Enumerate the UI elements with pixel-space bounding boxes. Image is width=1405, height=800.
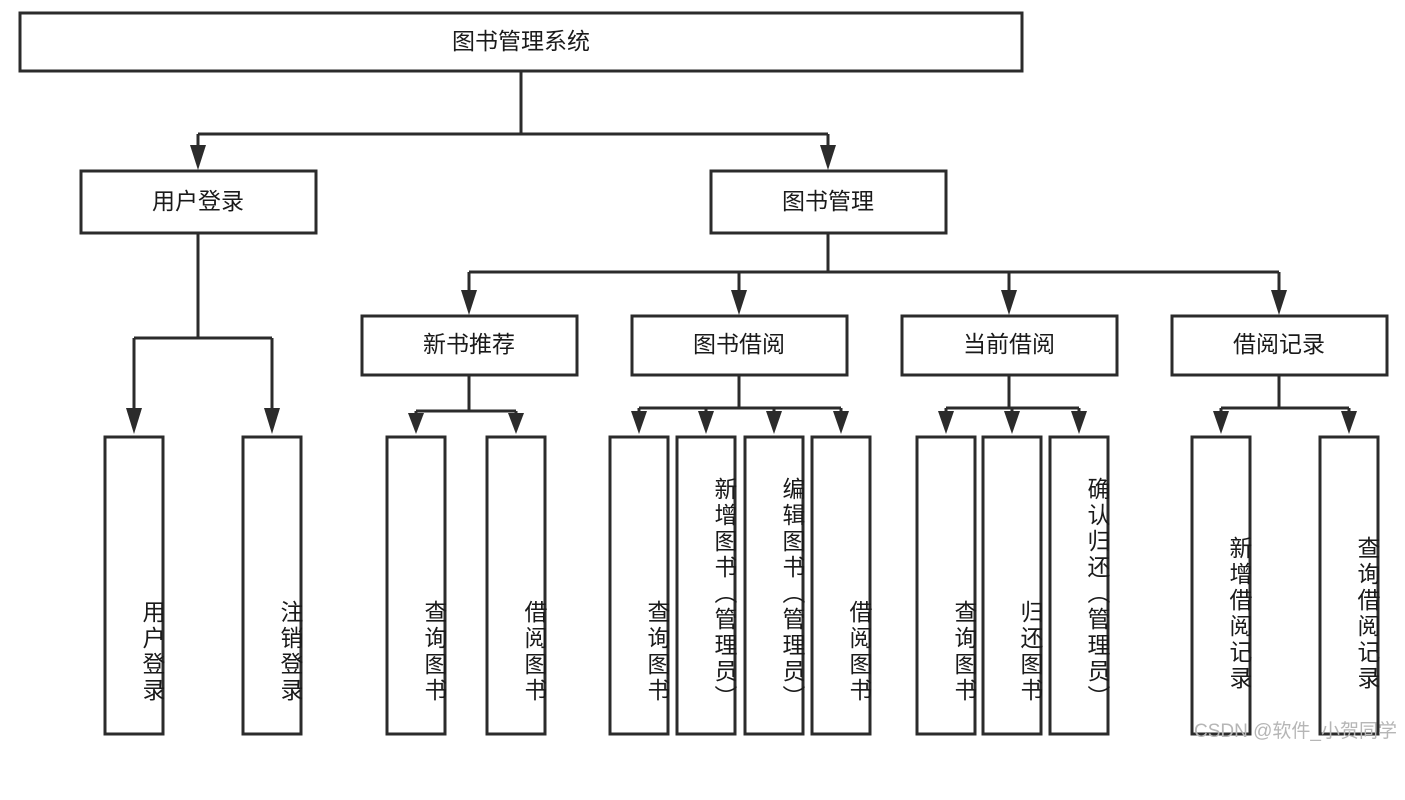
arrow-to-leaf-borrow-book-2 <box>833 411 849 434</box>
edges-root-to-level2 <box>190 71 836 170</box>
arrow-to-leaf-confirm-return <box>1071 411 1087 434</box>
arrow-to-book-manage <box>820 145 836 170</box>
leaf-box-return-book[interactable] <box>981 435 1043 736</box>
csdn-watermark: CSDN @软件_小贺同学 <box>1194 721 1397 742</box>
arrow-to-leaf-query-book-3 <box>938 411 954 434</box>
node-new-book-rec[interactable]: 新书推荐 <box>360 314 579 377</box>
user-login-box[interactable] <box>79 169 318 235</box>
arrow-to-leaf-return-book <box>1004 411 1020 434</box>
arrow-to-borrow-record <box>1271 290 1287 315</box>
arrow-to-leaf-logout <box>264 408 280 434</box>
node-borrow-record[interactable]: 借阅记录 <box>1170 314 1389 377</box>
leaf-box-confirm-return[interactable] <box>1048 435 1110 736</box>
new-book-rec-label: 新书推荐 <box>423 331 515 357</box>
borrow-record-label: 借阅记录 <box>1233 331 1325 357</box>
edges-current-borrow-to-leaves <box>938 375 1087 434</box>
node-book-borrow[interactable]: 图书借阅 <box>630 314 849 377</box>
book-borrow-label: 图书借阅 <box>693 331 785 357</box>
edges-book-manage-to-level3 <box>461 233 1287 315</box>
arrow-to-leaf-query-record <box>1341 411 1357 434</box>
arrow-to-new-book-rec <box>461 290 477 315</box>
arrow-to-leaf-add-book <box>698 411 714 434</box>
arrow-to-leaf-edit-book <box>766 411 782 434</box>
leaf-box-query-book-3[interactable] <box>915 435 977 736</box>
node-user-login[interactable]: 用户登录 <box>79 169 318 235</box>
borrow-record-box[interactable] <box>1170 314 1389 377</box>
arrow-to-leaf-query-book-2 <box>631 411 647 434</box>
leaf-box-query-book-2[interactable] <box>608 435 670 736</box>
edges-user-login-to-leaves <box>126 233 280 434</box>
edges-book-borrow-to-leaves <box>631 375 849 434</box>
diagram-canvas: 图书管理系统 用户登录 图书管理 新书推荐 图书借阅 当前借阅 借阅记录 <box>18 11 1397 742</box>
arrow-to-leaf-add-record <box>1213 411 1229 434</box>
node-book-manage[interactable]: 图书管理 <box>709 169 948 235</box>
leaf-box-add-book[interactable] <box>675 435 737 736</box>
leaf-box-borrow-book-1[interactable] <box>485 435 547 736</box>
leaf-boxes <box>103 435 1380 736</box>
edges-new-book-rec-to-leaves <box>408 375 524 434</box>
current-borrow-box[interactable] <box>900 314 1119 377</box>
leaf-box-query-book-1[interactable] <box>385 435 447 736</box>
leaf-box-add-record[interactable] <box>1190 435 1252 736</box>
root-box[interactable] <box>18 11 1024 73</box>
edges-borrow-record-to-leaves <box>1213 375 1357 434</box>
root-label: 图书管理系统 <box>452 28 590 54</box>
book-manage-label: 图书管理 <box>782 188 874 214</box>
arrow-to-user-login <box>190 145 206 170</box>
node-current-borrow[interactable]: 当前借阅 <box>900 314 1119 377</box>
arrow-to-leaf-query-book-1 <box>408 413 424 434</box>
leaf-box-user-login[interactable] <box>103 435 165 736</box>
leaf-box-query-record[interactable] <box>1318 435 1380 736</box>
leaf-box-edit-book[interactable] <box>743 435 805 736</box>
user-login-label: 用户登录 <box>152 188 244 214</box>
arrow-to-leaf-borrow-book-1 <box>508 413 524 434</box>
book-borrow-box[interactable] <box>630 314 849 377</box>
leaf-box-borrow-book-2[interactable] <box>810 435 872 736</box>
arrow-to-leaf-user-login <box>126 408 142 434</box>
arrow-to-book-borrow <box>731 290 747 315</box>
book-manage-box[interactable] <box>709 169 948 235</box>
new-book-rec-box[interactable] <box>360 314 579 377</box>
node-root[interactable]: 图书管理系统 <box>18 11 1024 73</box>
leaf-box-logout[interactable] <box>241 435 303 736</box>
arrow-to-current-borrow <box>1001 290 1017 315</box>
hierarchy-diagram: 图书管理系统 用户登录 图书管理 新书推荐 图书借阅 当前借阅 借阅记录 <box>18 11 1389 736</box>
current-borrow-label: 当前借阅 <box>963 331 1055 357</box>
